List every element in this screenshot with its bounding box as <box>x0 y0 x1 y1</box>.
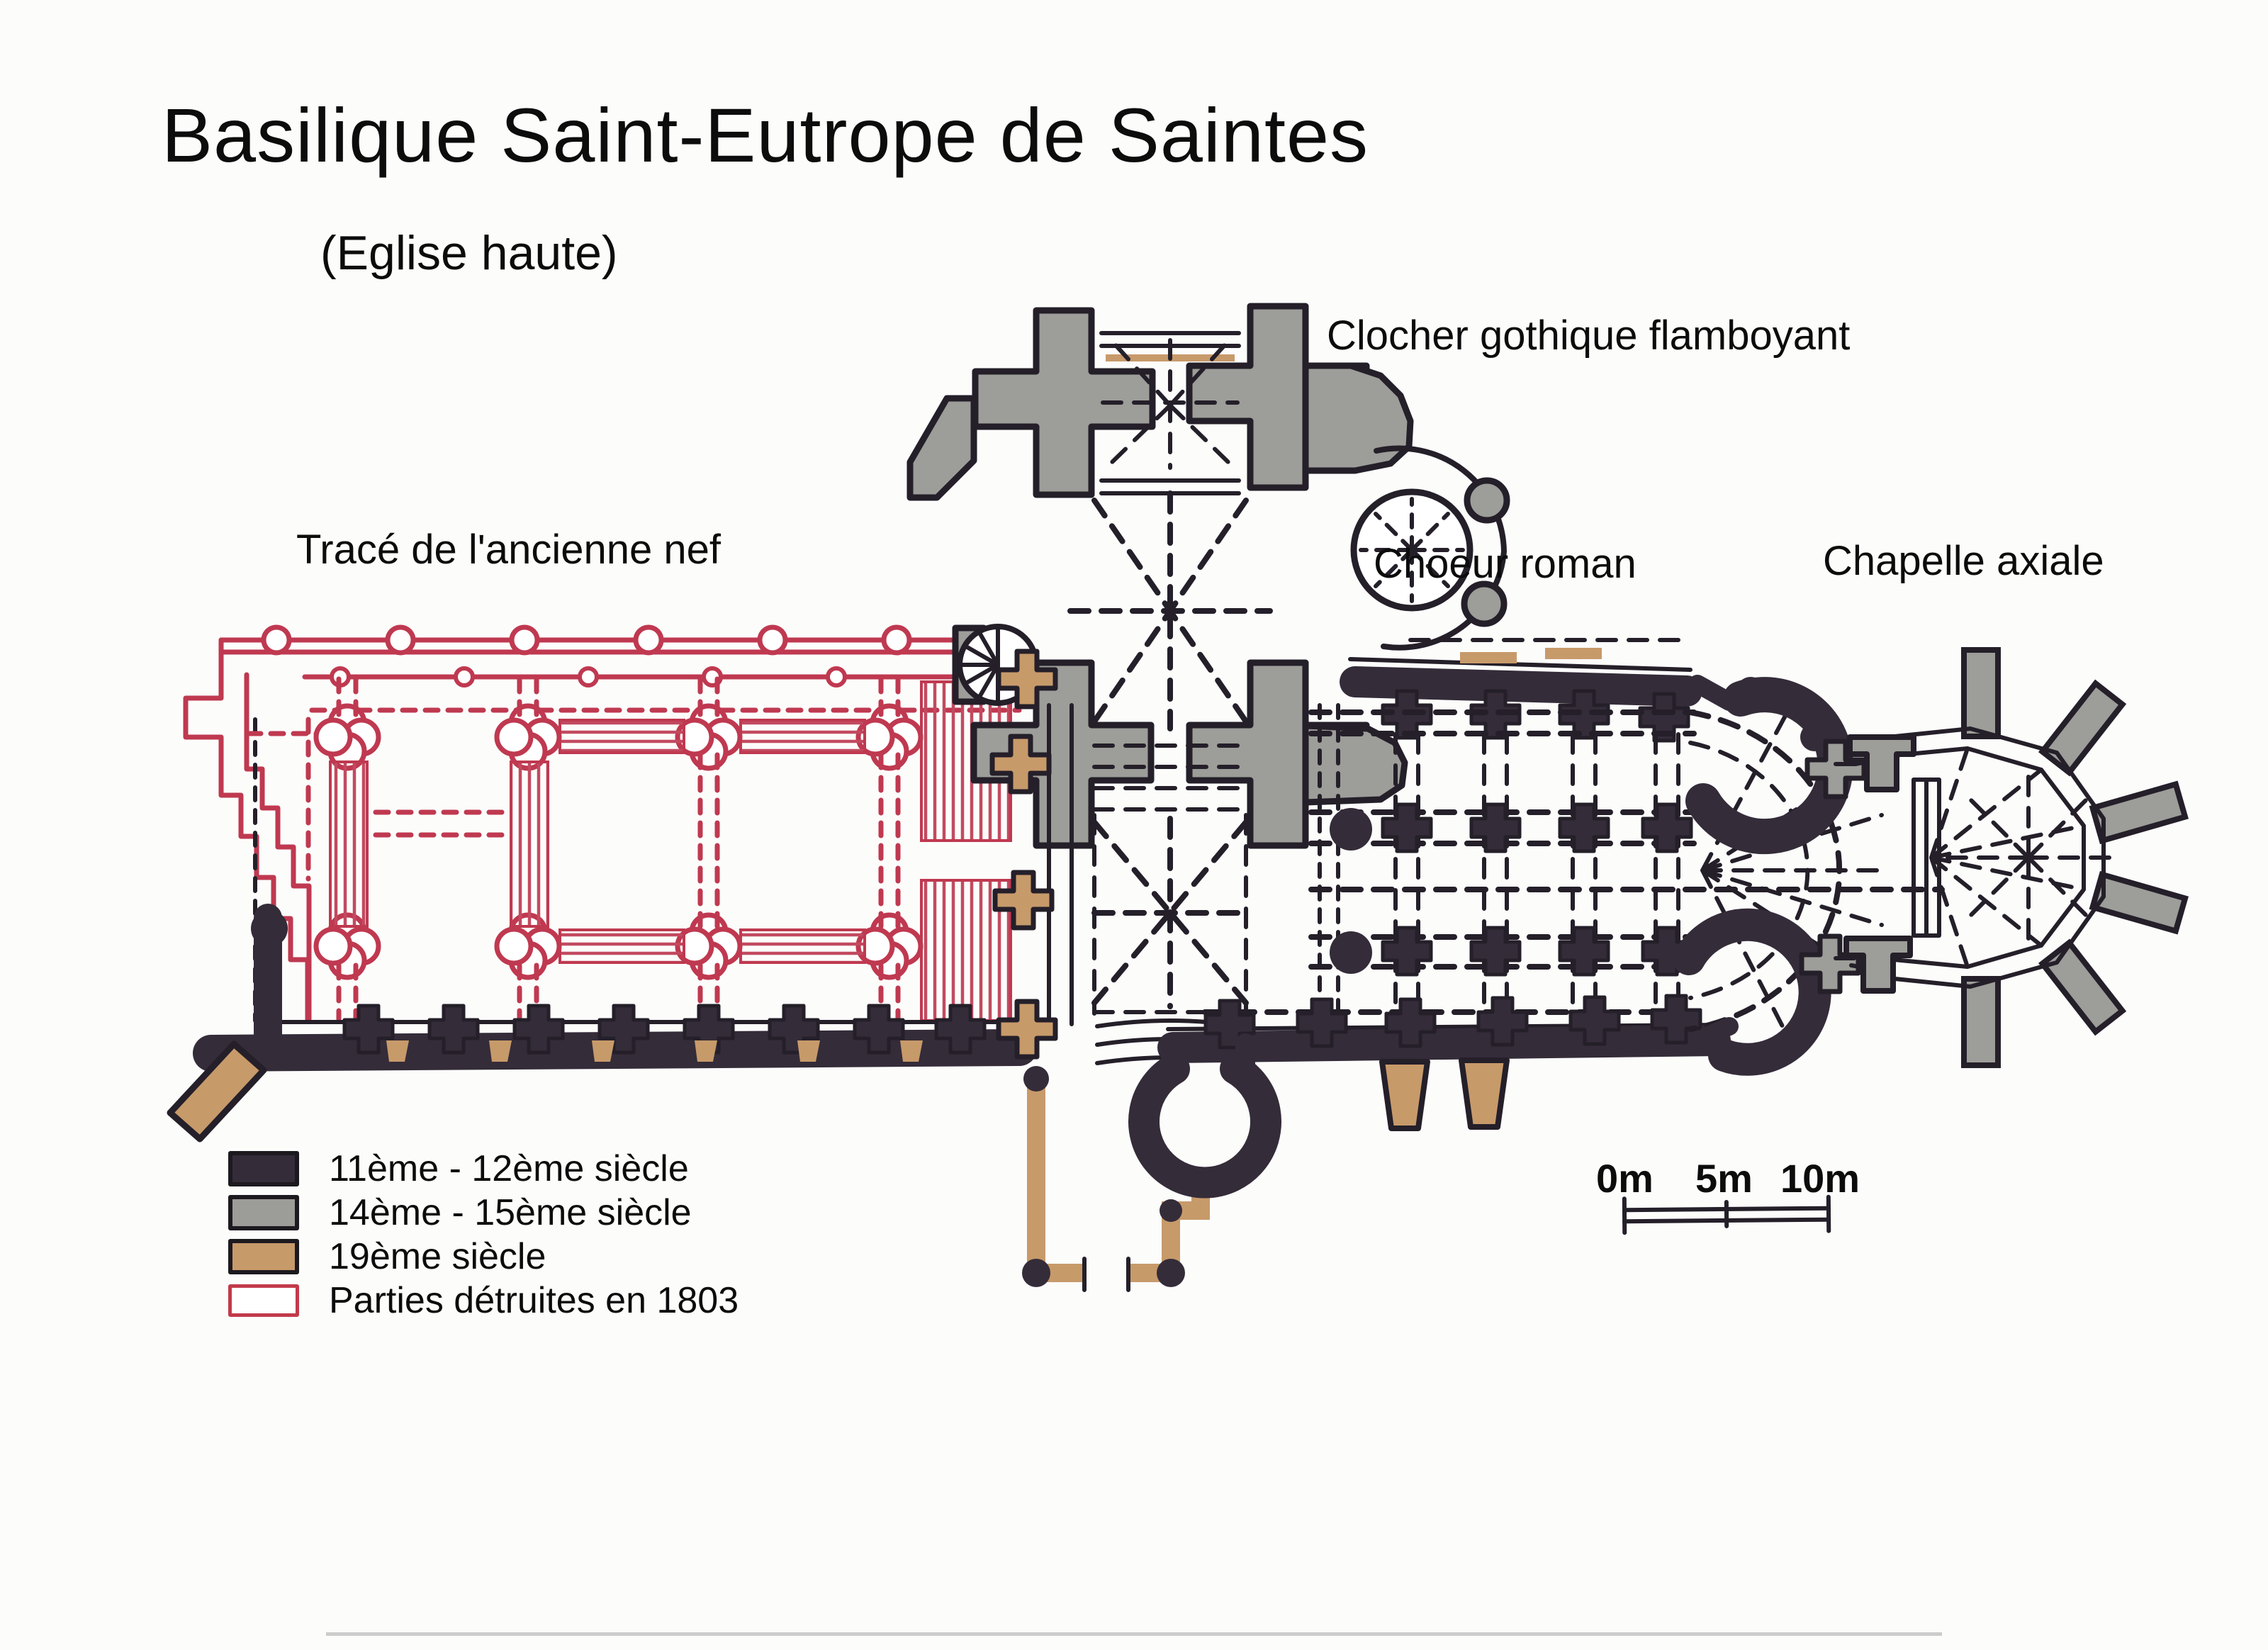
page-subtitle: (Eglise haute) <box>320 226 618 280</box>
legend-label: 11ème - 12ème siècle <box>329 1148 689 1189</box>
label-chapelle-axiale: Chapelle axiale <box>1823 538 2104 584</box>
label-ancienne-nef: Tracé de l'ancienne nef <box>296 527 721 573</box>
legend-item: 14ème - 15ème siècle <box>228 1191 739 1235</box>
label-clocher: Clocher gothique flamboyant <box>1327 313 1851 359</box>
tower-pier-nw <box>972 307 1156 498</box>
scale-bar-drawing <box>1622 1194 1831 1235</box>
gothic-tower <box>906 303 1510 1065</box>
tan-ramp <box>167 1040 267 1143</box>
legend-label: Parties détruites en 1803 <box>329 1280 739 1321</box>
scale-label-0m: 0m <box>1596 1156 1654 1201</box>
bottom-scan-line <box>326 1632 1942 1636</box>
label-choeur-roman: Choeur roman <box>1374 541 1637 587</box>
scale-label-10m: 10m <box>1780 1156 1860 1201</box>
tower-pier-sw <box>970 659 1155 849</box>
south-chapel <box>1022 1033 1281 1293</box>
axial-chapel <box>1834 650 2185 1065</box>
legend-swatch-14-15 <box>228 1195 299 1230</box>
legend-item: 19ème siècle <box>228 1235 739 1279</box>
legend-swatch-11-12 <box>228 1151 299 1186</box>
legend-swatch-19 <box>228 1239 299 1274</box>
legend-label: 14ème - 15ème siècle <box>329 1192 692 1233</box>
legend-swatch-destroyed <box>228 1284 299 1317</box>
southwest-round-chapel <box>1128 1053 1281 1199</box>
legend: 11ème - 12ème siècle 14ème - 15ème siècl… <box>228 1147 739 1323</box>
legend-label: 19ème siècle <box>329 1236 546 1277</box>
nave-destroyed-outline <box>183 624 1022 1023</box>
romanesque-choir <box>1157 638 1945 1131</box>
page-title: Basilique Saint-Eutrope de Saintes <box>162 92 1369 178</box>
legend-item: 11ème - 12ème siècle <box>228 1147 739 1191</box>
scale-label-5m: 5m <box>1695 1156 1753 1201</box>
legend-item: Parties détruites en 1803 <box>228 1279 739 1323</box>
nave-south-wall <box>167 904 1038 1143</box>
